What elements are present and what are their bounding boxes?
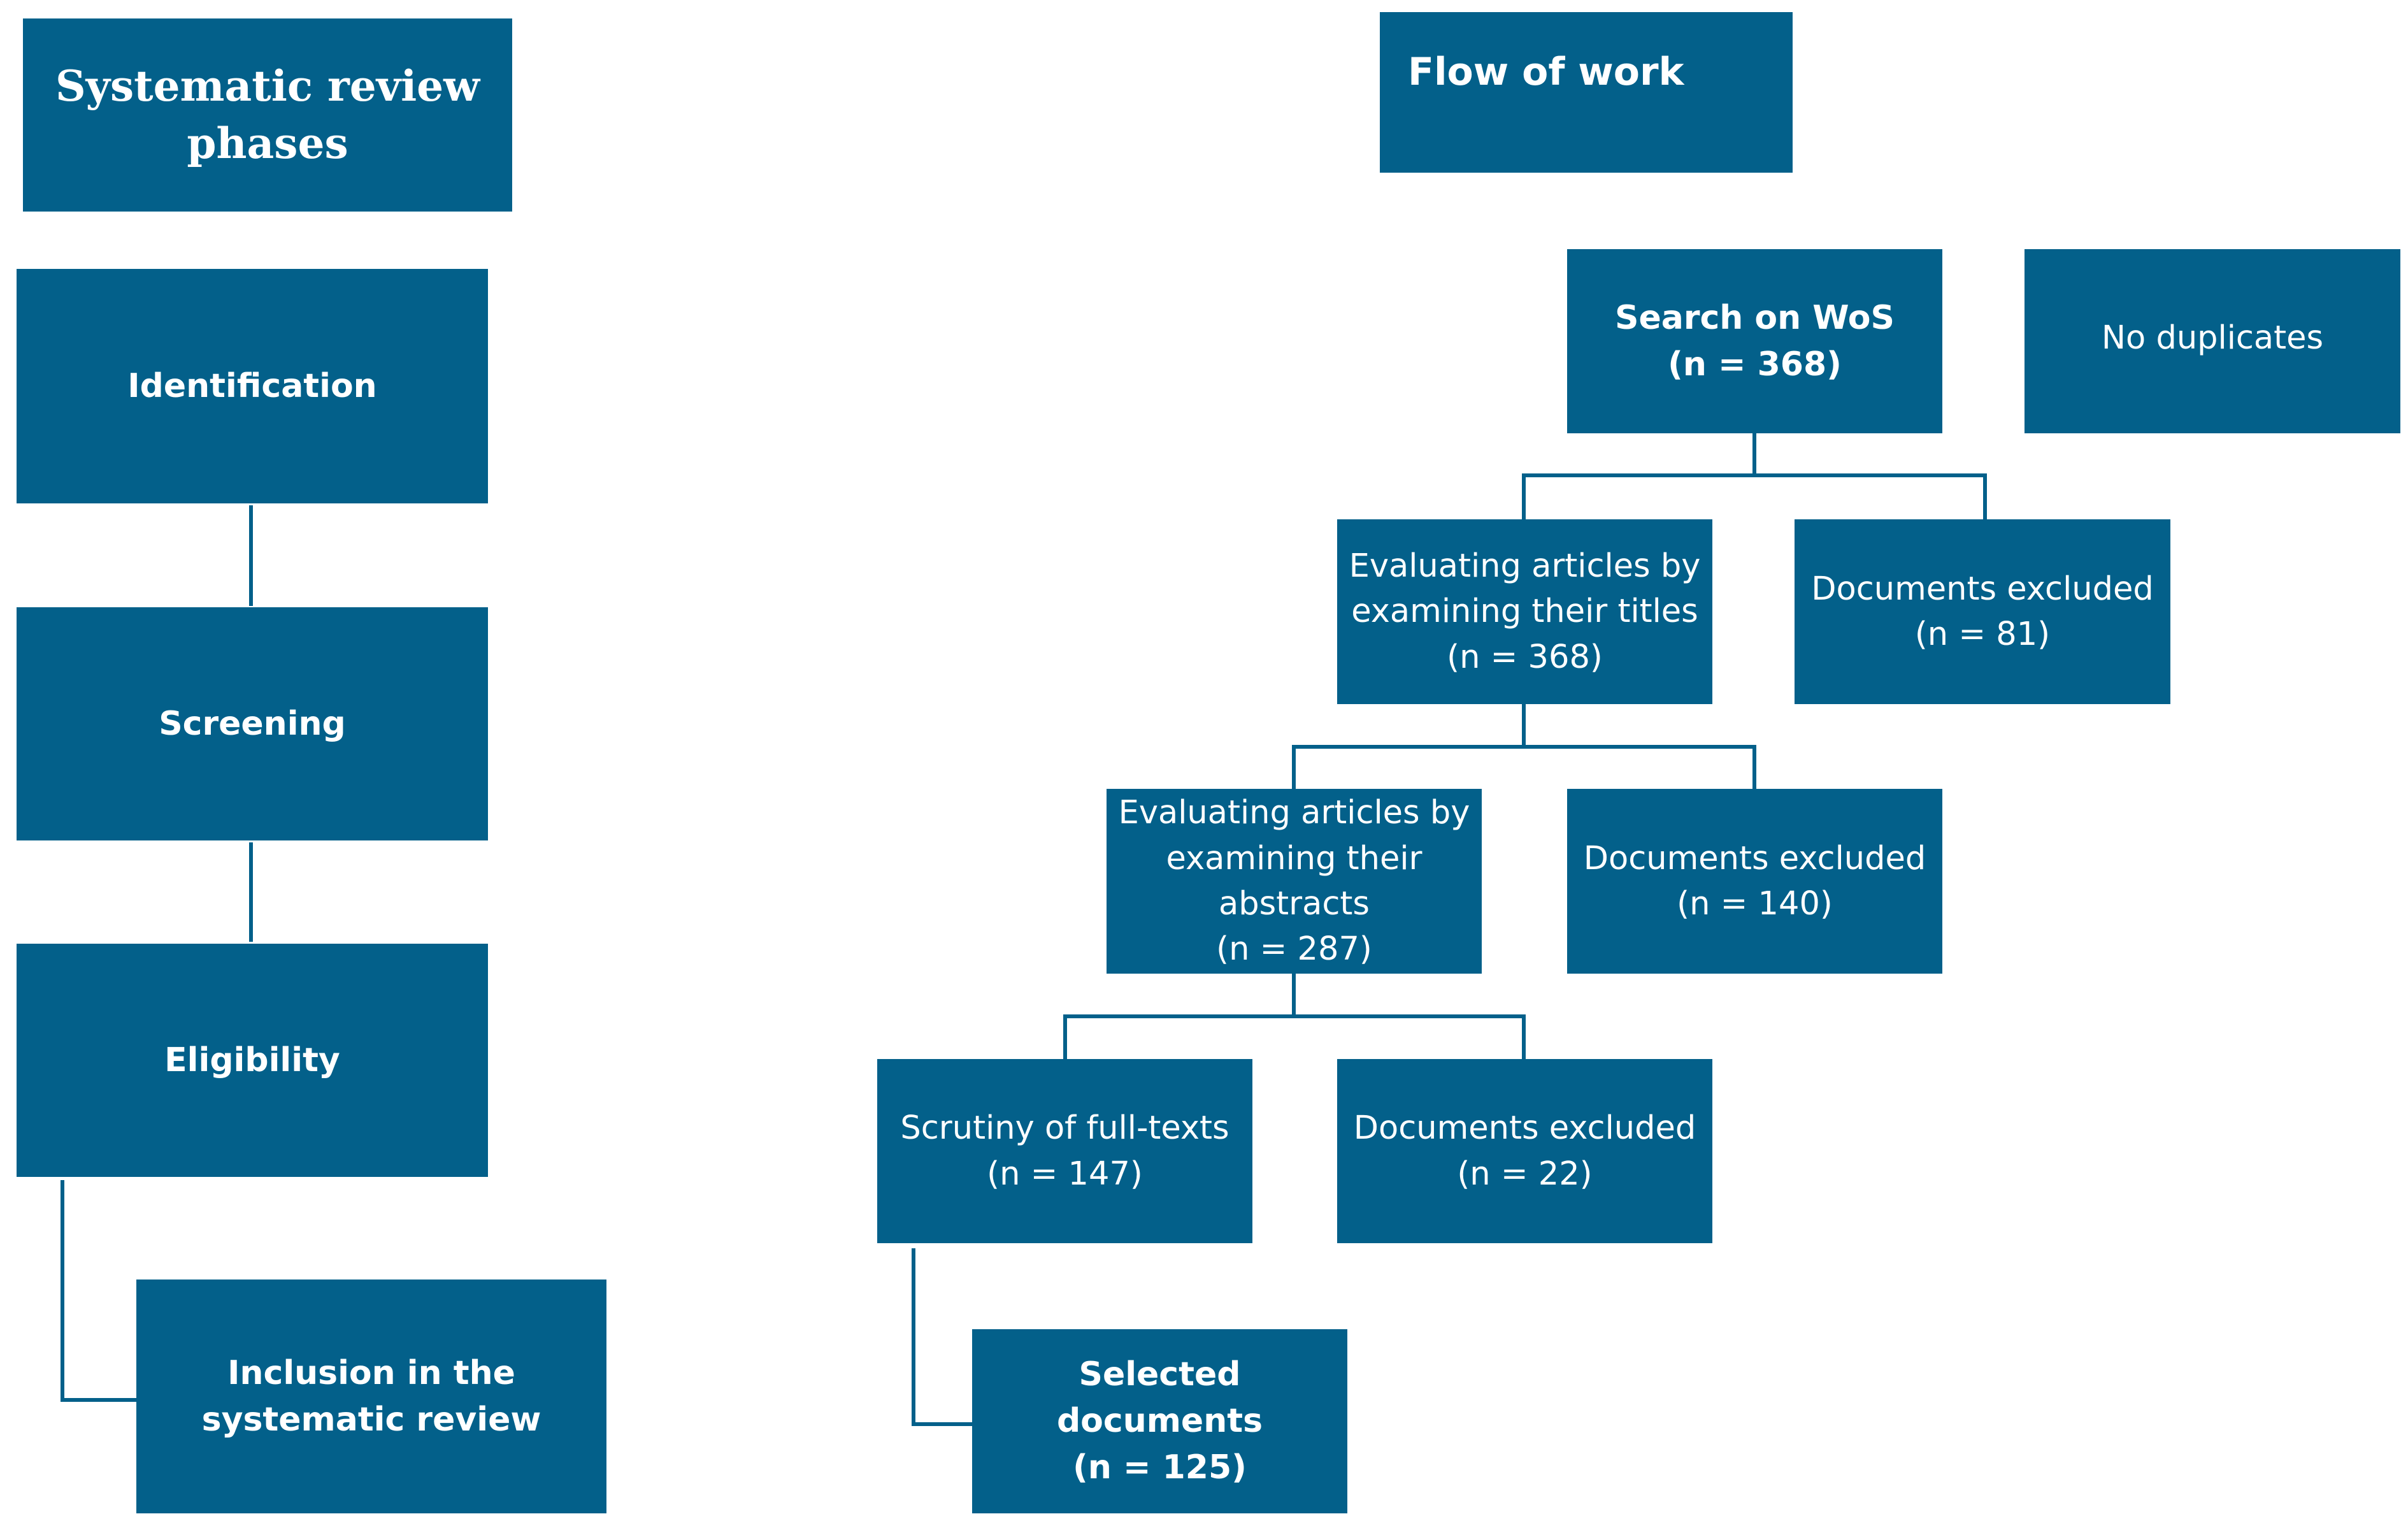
titles-box-label: Evaluating articles by examining their t…	[1349, 547, 1701, 676]
titles-box: Evaluating articles by examining their t…	[1337, 519, 1712, 704]
abstracts-box: Evaluating articles by examining their a…	[1107, 789, 1482, 974]
phase-eligibility-label: Eligibility	[164, 1041, 340, 1079]
connector-titles-split	[1292, 745, 1756, 789]
excluded-abstracts-label: Documents excluded (n = 140)	[1583, 839, 1926, 923]
phase-screening-label: Screening	[159, 704, 346, 743]
selected-box-label: Selected documents (n = 125)	[1056, 1355, 1263, 1487]
excluded-fulltext-label: Documents excluded (n = 22)	[1353, 1109, 1696, 1193]
excluded-titles-label: Documents excluded (n = 81)	[1811, 570, 2154, 653]
excluded-abstracts-box: Documents excluded (n = 140)	[1567, 789, 1942, 974]
phase-identification: Identification	[17, 269, 488, 503]
search-box: Search on WoS (n = 368)	[1567, 249, 1942, 433]
connector-eligibility-inclusion	[61, 1180, 137, 1402]
phases-header: Systematic review phases	[23, 18, 512, 212]
no-duplicates-label: No duplicates	[2101, 319, 2324, 357]
excluded-titles-box: Documents excluded (n = 81)	[1795, 519, 2170, 704]
phase-inclusion: Inclusion in the systematic review	[136, 1280, 606, 1513]
phases-header-label: Systematic review phases	[55, 61, 480, 168]
selected-box: Selected documents (n = 125)	[972, 1329, 1347, 1513]
search-box-label: Search on WoS (n = 368)	[1615, 298, 1895, 384]
connector-abstracts-split	[1063, 1014, 1526, 1060]
fulltext-box-label: Scrutiny of full-texts (n = 147)	[900, 1109, 1229, 1193]
excluded-fulltext-box: Documents excluded (n = 22)	[1337, 1059, 1712, 1243]
connector-fulltext-selected	[912, 1248, 973, 1426]
phase-inclusion-label: Inclusion in the systematic review	[201, 1353, 541, 1439]
abstracts-box-label: Evaluating articles by examining their a…	[1118, 794, 1470, 969]
phase-identification-label: Identification	[127, 366, 377, 405]
no-duplicates-box: No duplicates	[2025, 249, 2400, 433]
flow-header-label: Flow of work	[1408, 50, 1684, 94]
connector-search-split	[1522, 473, 1987, 519]
flow-header: Flow of work	[1380, 12, 1793, 173]
phase-screening: Screening	[17, 607, 488, 840]
phase-eligibility: Eligibility	[17, 944, 488, 1177]
fulltext-box: Scrutiny of full-texts (n = 147)	[877, 1059, 1252, 1243]
